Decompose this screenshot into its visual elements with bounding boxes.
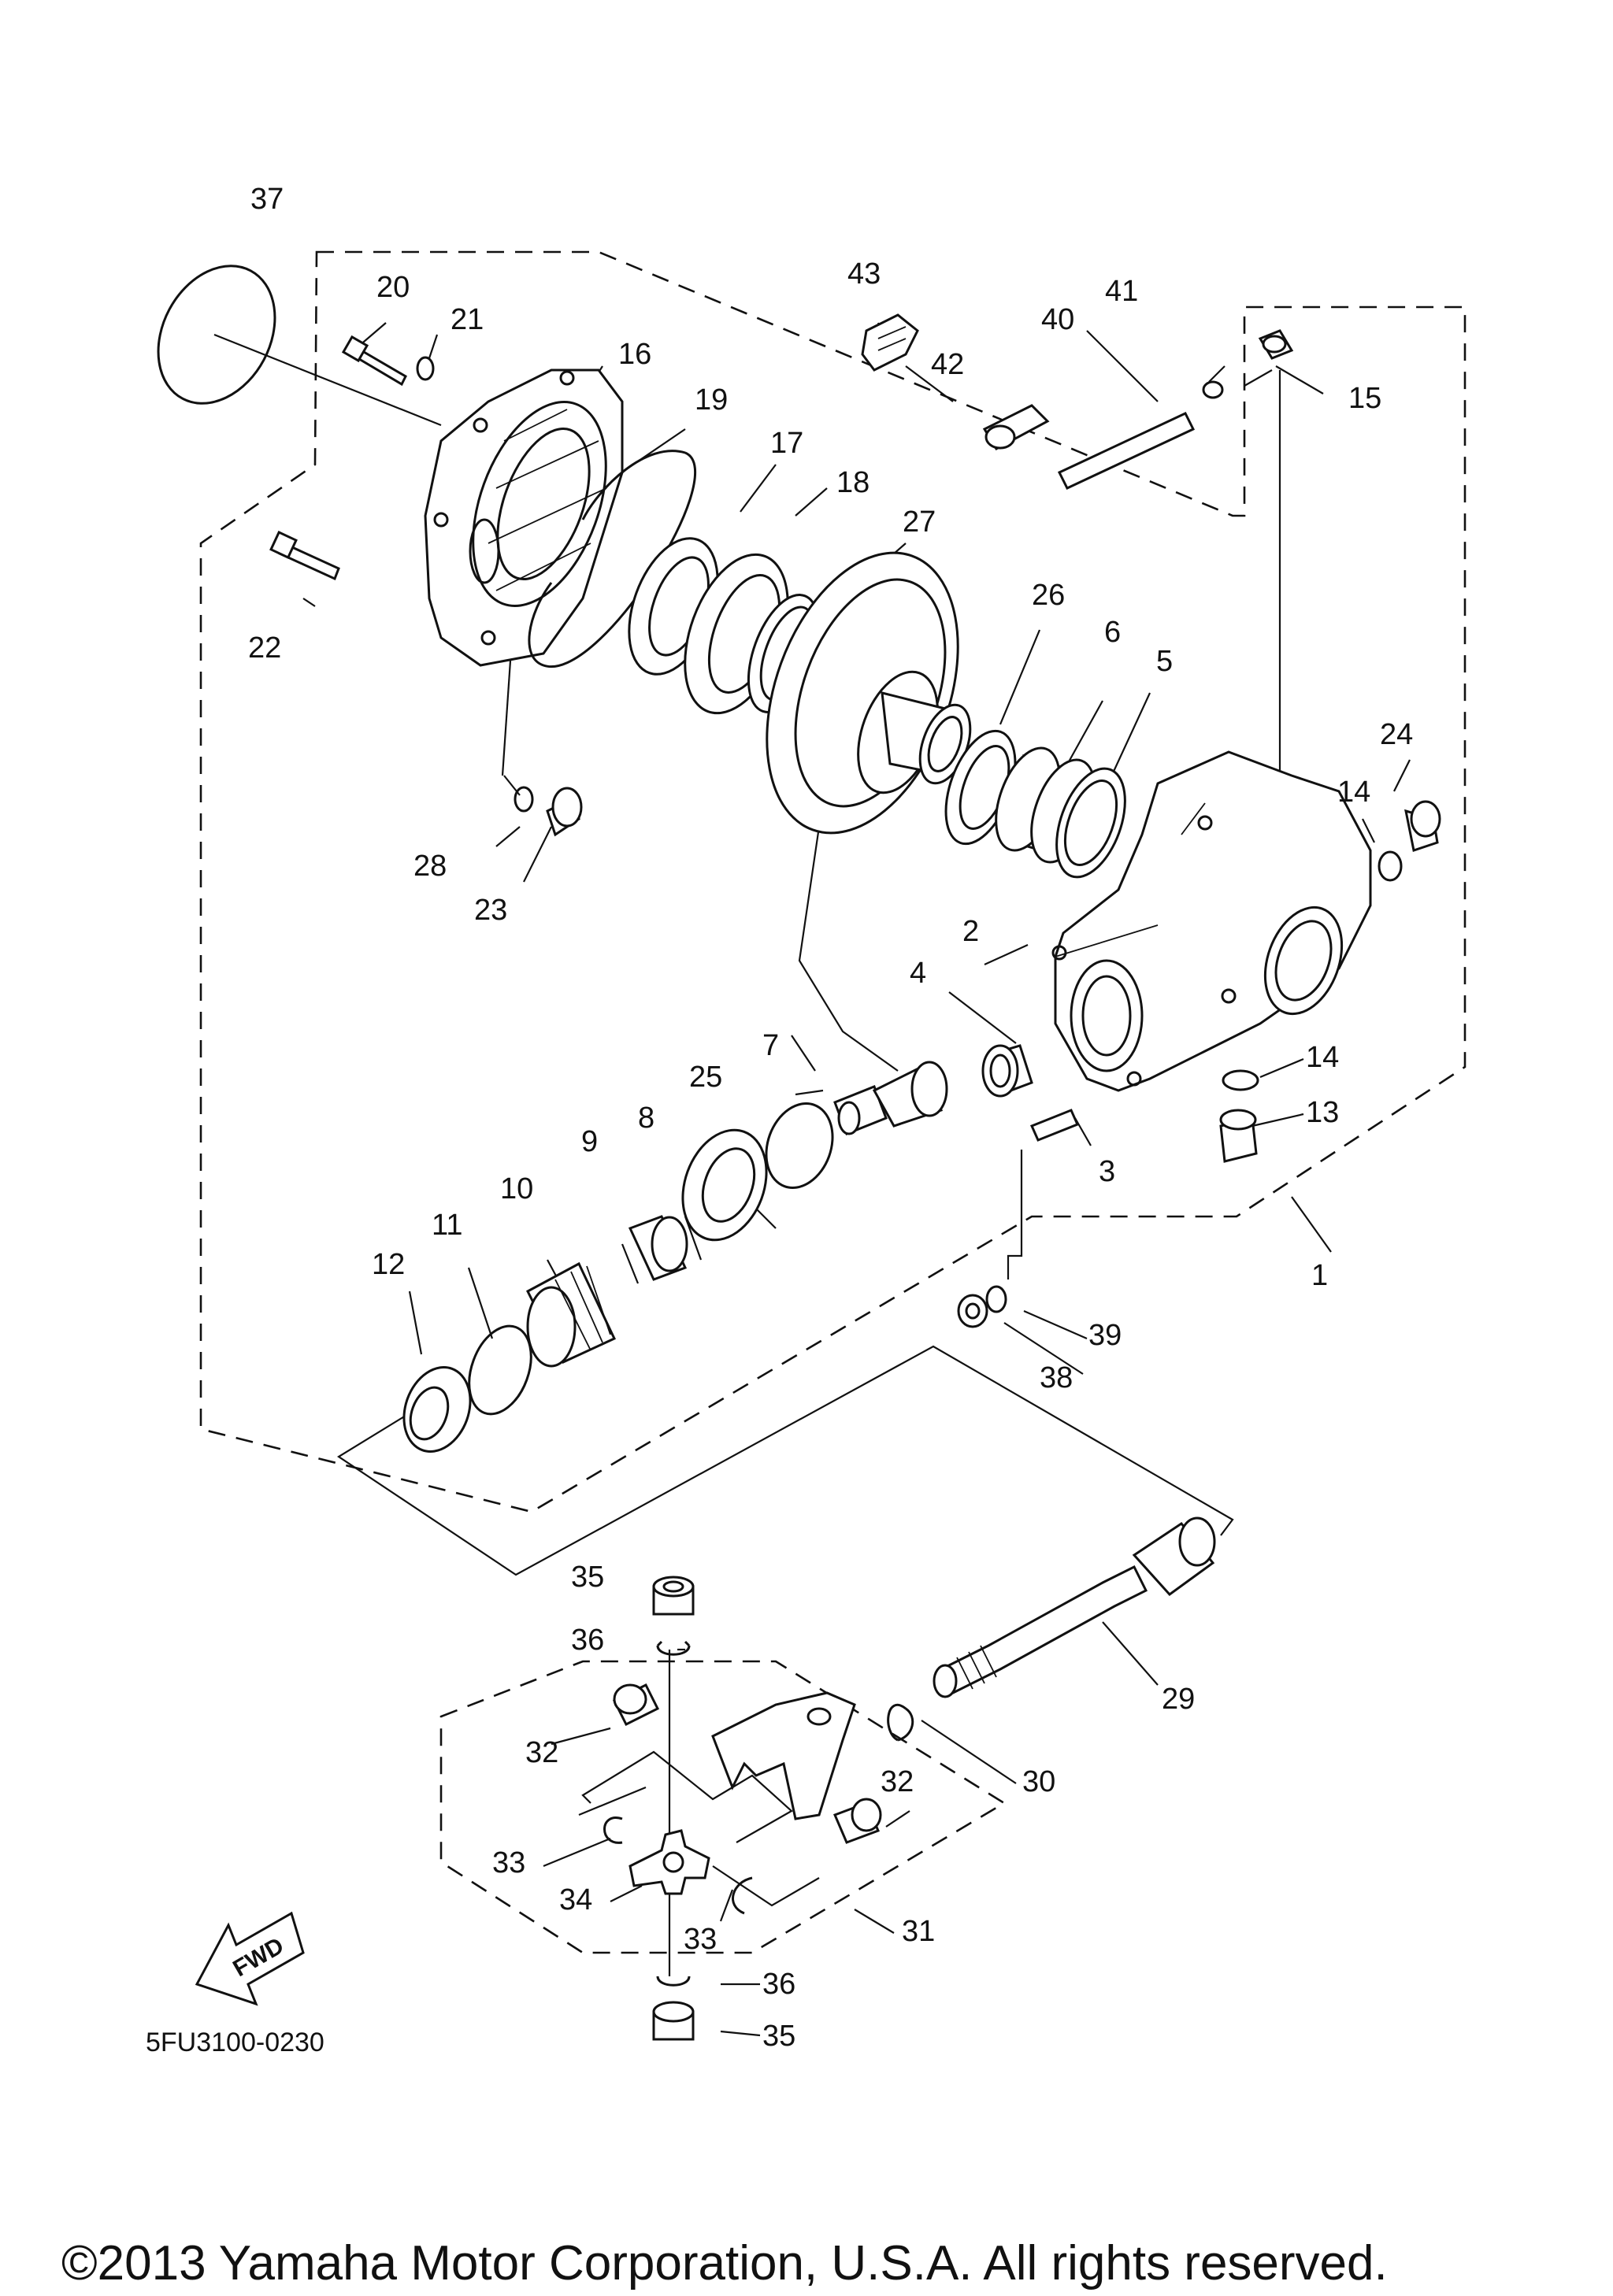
callout-32-left: 32 — [525, 1736, 558, 1769]
callout-20: 20 — [376, 271, 410, 304]
callout-4: 4 — [910, 957, 926, 990]
holder-43 — [861, 313, 919, 372]
clip-36-top — [656, 1640, 691, 1656]
callout-7: 7 — [762, 1029, 779, 1062]
clip-36-bottom — [656, 1976, 691, 1987]
callout-12: 12 — [372, 1248, 405, 1281]
housing-2 — [1051, 750, 1372, 1092]
callout-35-bottom: 35 — [762, 2020, 795, 2053]
callout-32-right: 32 — [881, 1765, 914, 1798]
washer-39 — [985, 1285, 1007, 1313]
bolt-22 — [269, 531, 340, 581]
ring-gear — [766, 551, 972, 835]
callout-31: 31 — [902, 1915, 935, 1948]
callout-25: 25 — [689, 1061, 722, 1094]
callout-1: 1 — [1311, 1259, 1328, 1292]
callout-3: 3 — [1099, 1155, 1115, 1188]
callout-10: 10 — [500, 1172, 533, 1205]
callout-24: 24 — [1380, 718, 1413, 751]
callout-8: 8 — [638, 1102, 654, 1135]
callout-16: 16 — [618, 338, 651, 371]
bolt-20 — [341, 335, 407, 387]
callout-43: 43 — [847, 257, 881, 291]
washer-28 — [514, 786, 534, 813]
drive-shaft-29 — [933, 1516, 1216, 1698]
plug-13 — [1219, 1109, 1258, 1163]
callout-42: 42 — [931, 348, 964, 381]
callout-27: 27 — [903, 505, 936, 539]
callout-18: 18 — [836, 466, 870, 499]
callout-11: 11 — [432, 1209, 462, 1242]
callout-35-top: 35 — [571, 1561, 604, 1594]
callout-14: 14 — [1337, 776, 1370, 809]
diagram-code: 5FU3100-0230 — [146, 2028, 324, 2057]
o-ring-11 — [468, 1324, 532, 1416]
callout-9: 9 — [581, 1125, 598, 1158]
hose-40 — [1057, 412, 1196, 490]
copyright-notice: ©2013 Yamaha Motor Corporation, U.S.A. A… — [61, 2236, 1388, 2290]
bearing-32-left — [612, 1683, 660, 1727]
callout-30: 30 — [1022, 1765, 1055, 1798]
callout-22: 22 — [248, 631, 281, 665]
clip-41 — [1202, 380, 1224, 399]
callout-19: 19 — [695, 383, 728, 417]
callout-41: 41 — [1105, 275, 1138, 308]
circlip-33-right — [732, 1876, 753, 1915]
callout-26: 26 — [1032, 579, 1065, 612]
callout-39: 39 — [1088, 1319, 1122, 1352]
washer-14 — [1378, 850, 1403, 882]
o-ring-37 — [157, 265, 276, 405]
callout-6: 6 — [1104, 616, 1121, 649]
oil-seal-12 — [402, 1366, 472, 1453]
plug-23 — [546, 787, 583, 837]
callout-34: 34 — [559, 1883, 592, 1916]
ring-5 — [1055, 767, 1126, 879]
callout-labels: 37 20 21 16 43 42 40 41 15 19 17 18 27 2… — [248, 183, 1413, 2053]
callout-13: 13 — [1306, 1096, 1339, 1129]
callout-15: 15 — [1348, 382, 1381, 415]
callout-23: 23 — [474, 894, 507, 927]
parts-drawings — [157, 265, 1441, 2041]
callout-21: 21 — [451, 303, 484, 336]
callout-29: 29 — [1162, 1683, 1195, 1716]
stud-3 — [1029, 1109, 1080, 1142]
bearing-4 — [981, 1044, 1033, 1098]
cover-16 — [424, 368, 624, 667]
callout-33-left: 33 — [492, 1846, 525, 1879]
washer-14-lower — [1222, 1069, 1259, 1091]
spider-34 — [629, 1829, 710, 1895]
clamp-42 — [982, 404, 1050, 450]
assembly-1-outline — [199, 250, 1467, 1513]
collar-9 — [628, 1215, 688, 1281]
yoke — [711, 1691, 856, 1820]
callout-5: 5 — [1156, 645, 1173, 678]
callout-14b: 14 — [1306, 1041, 1339, 1074]
callout-33-right: 33 — [684, 1923, 717, 1956]
circlip-30 — [887, 1703, 914, 1742]
bearing-8 — [681, 1128, 768, 1242]
callout-40: 40 — [1041, 303, 1074, 336]
pinion-gear-7 — [833, 1061, 948, 1135]
callout-36-bottom: 36 — [762, 1968, 795, 2001]
bearing-cup-35-bottom — [652, 2001, 695, 2041]
bolt-24 — [1404, 800, 1441, 852]
callout-17: 17 — [770, 427, 803, 460]
o-ring-25 — [765, 1102, 834, 1189]
washer-21 — [416, 356, 435, 381]
breather-15 — [1258, 329, 1294, 360]
ring-nut-10 — [526, 1261, 617, 1368]
fwd-arrow — [195, 1911, 305, 2006]
bearing-cup-35-top — [652, 1576, 695, 1616]
callout-36-top: 36 — [571, 1624, 604, 1657]
nut-38 — [957, 1294, 988, 1328]
assembly-31-outline — [439, 1660, 1007, 1954]
bearing-32-right — [833, 1798, 882, 1844]
callout-38: 38 — [1040, 1361, 1073, 1394]
circlip-19 — [528, 450, 697, 668]
circlip-33-left — [603, 1816, 623, 1844]
callout-2: 2 — [962, 915, 979, 948]
callout-37: 37 — [250, 183, 284, 216]
callout-28: 28 — [413, 850, 447, 883]
